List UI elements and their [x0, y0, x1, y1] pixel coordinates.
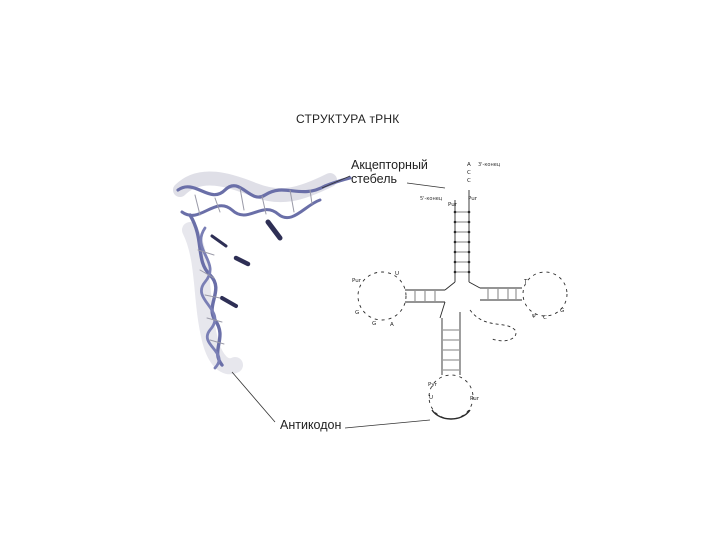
- terminal-nucleotide-1: A: [467, 162, 471, 168]
- tpsi-loop-label-1: T: [523, 279, 528, 285]
- anticodon-u-label: U: [429, 395, 433, 401]
- terminal-nucleotide-2: C: [467, 170, 471, 176]
- tpsi-loop-label-3: C: [543, 315, 547, 321]
- terminal-nucleotide-3: C: [467, 178, 471, 184]
- anticodon-label: Антикодон: [280, 418, 342, 432]
- acceptor-stem-label-line1: Акцепторный: [351, 158, 428, 172]
- acceptor-stem-label-line2: стебель: [351, 172, 398, 186]
- d-loop-label-3: G: [372, 321, 376, 327]
- cloverleaf-labels: 3'-конец 5'-конец A C C Pur Pur Pur G G …: [352, 162, 564, 402]
- d-loop-label-4: A: [390, 322, 394, 328]
- acceptor-pur-label: Pur: [448, 202, 458, 208]
- five-prime-end-label: 5'-конец: [420, 196, 443, 202]
- anticodon-pointer-line-right: [344, 419, 431, 429]
- d-loop-label-5: U: [395, 271, 399, 277]
- acceptor-pointer-line-2: [406, 182, 446, 189]
- trna-cloverleaf: [357, 190, 568, 420]
- d-loop-label-2: G: [355, 310, 359, 316]
- tpsi-loop-label-4: G: [560, 308, 564, 314]
- trna-3d-ribbon: [173, 171, 352, 375]
- acceptor-pyr-label: Pur: [468, 196, 478, 202]
- d-loop-label-1: Pur: [352, 278, 362, 284]
- three-prime-end-label: 3'-конец: [478, 162, 501, 168]
- anticodon-pur-label: Pur: [470, 396, 480, 402]
- anticodon-pointer-line-left: [231, 371, 276, 423]
- anticodon-pyr-label: Pyr: [428, 382, 438, 388]
- tpsi-loop-label-2: ψ: [532, 313, 536, 319]
- acceptor-stem-label: Акцепторный стебель: [351, 158, 461, 186]
- slide-title: СТРУКТУРА тРНК: [296, 112, 400, 126]
- acceptor-pointer-line: [321, 175, 351, 189]
